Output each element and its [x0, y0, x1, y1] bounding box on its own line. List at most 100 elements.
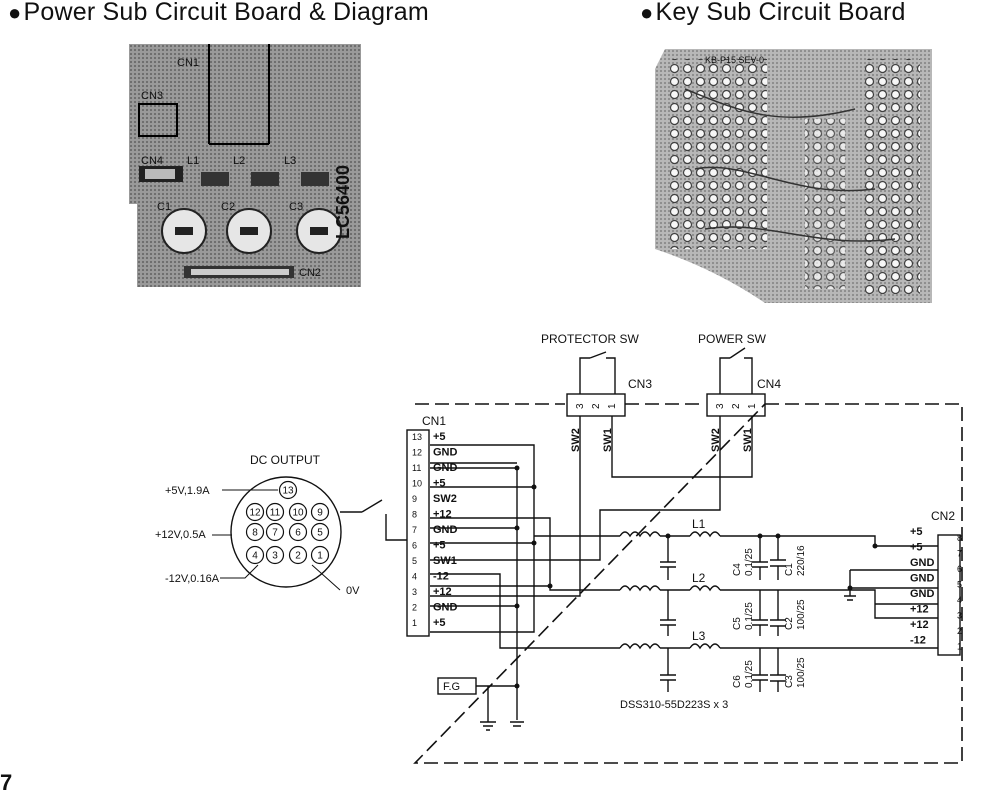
dc-pin-circle [310, 522, 330, 542]
cap-big-name: C1 [784, 563, 795, 576]
board-label-c2: C2 [221, 201, 235, 213]
cn1-pin-signal: SW2 [433, 493, 457, 505]
key-board-silkscreen: KB-P15 SEV-0 [705, 55, 764, 65]
dc-pin-number: 8 [252, 528, 258, 539]
filter-inductor-label: L2 [692, 571, 706, 585]
dc-pin-circle [265, 502, 285, 522]
fg-label: F.G [443, 681, 460, 693]
dc-pin-circle [245, 522, 265, 542]
dc-pin-number: 6 [295, 528, 301, 539]
dc-pin-number: 3 [272, 551, 278, 562]
inductor-l3 [689, 643, 721, 650]
cn1-pin-number: 13 [412, 432, 422, 442]
cn1-pin-signal: GND [433, 447, 458, 459]
cn3-sw2-label: SW2 [570, 428, 582, 452]
dc-pin-circle [265, 522, 285, 542]
key-sub-board-image: KB-P15 SEV-0 [655, 49, 932, 303]
dc-pin-number: 7 [272, 528, 278, 539]
key-sub-heading: ●Key Sub Circuit Board [640, 0, 906, 26]
board-label-c3: C3 [289, 201, 303, 213]
board-label-cn3: CN3 [141, 90, 163, 102]
dc-pin-number: 2 [295, 551, 301, 562]
dc-pin-circle [265, 545, 285, 565]
filter-coil-2 [619, 585, 661, 592]
cn1-pin-number: 12 [412, 448, 422, 458]
board-label-l3: L3 [284, 155, 296, 167]
cn2-pin-signal: -12 [910, 635, 926, 647]
dc-pin-circle [310, 502, 330, 522]
cn1-pin-signal: GND [433, 462, 458, 474]
svg-text:1: 1 [607, 403, 618, 409]
cap-big-value: 100/25 [796, 599, 807, 630]
power-sw-label: POWER SW [698, 332, 767, 346]
cn2-pin-number: 8 [957, 533, 962, 543]
dc-pin-number: 10 [292, 508, 304, 519]
cn4-label: CN4 [757, 377, 781, 391]
dc-label-12v: +12V,0.5A [155, 529, 206, 541]
dc-label-5v: +5V,1.9A [165, 485, 210, 497]
cn2-pin-number: 7 [957, 549, 962, 559]
inductor-l1 [689, 531, 721, 538]
cap-small-value: 0.1/25 [744, 548, 755, 576]
cn2-pin-signal: GND [910, 557, 935, 569]
cn1-pin-signal: +5 [433, 431, 446, 443]
cn1-pin-number: 5 [412, 556, 417, 566]
board-label-cn1: CN1 [177, 57, 199, 69]
bullet-icon: ● [8, 0, 22, 25]
svg-text:2: 2 [731, 403, 742, 409]
dc-pin-circle [310, 545, 330, 565]
svg-text:3: 3 [715, 403, 726, 409]
cap-small-value: 0.1/25 [744, 660, 755, 688]
dc-pin-circle [245, 545, 265, 565]
cn4-connector [706, 393, 766, 417]
cn1-pin-number: 6 [412, 541, 417, 551]
cn3-connector [566, 393, 626, 417]
cn1-pin-number: 2 [412, 603, 417, 613]
cn3-label: CN3 [628, 377, 652, 391]
cn2-connector [937, 534, 961, 656]
cn2-pin-signal: +5 [910, 542, 923, 554]
svg-text:1: 1 [747, 403, 758, 409]
power-sub-board-image: CN1 CN3 CN4 CN2 L1 L2 L3 C1 C2 C3 LC5640… [129, 44, 361, 287]
cn1-pin-number: 3 [412, 587, 417, 597]
dc-pin-circle [245, 502, 265, 522]
dc-pin-number: 1 [317, 551, 323, 562]
dc-pin-number: 5 [317, 528, 323, 539]
dc-pin-circle [288, 502, 308, 522]
cap-small-name: C5 [732, 617, 743, 630]
cap-big-name: C2 [784, 617, 795, 630]
cn1-pin-number: 11 [412, 463, 421, 473]
cap-big-name: C3 [784, 675, 795, 688]
cap-big-value: 220/16 [796, 545, 807, 576]
filter-coil-1 [619, 531, 661, 538]
cn2-pin-signal: +5 [910, 526, 923, 538]
page-number: 7 [0, 770, 13, 795]
dc-pin-number: 13 [282, 486, 294, 497]
dc-label-minus12v: -12V,0.16A [165, 573, 220, 585]
cn2-pin-signal: +12 [910, 604, 929, 616]
cn1-pin-number: 4 [412, 572, 417, 582]
cap-small-value: 0.1/25 [744, 602, 755, 630]
cn1-pin-number: 7 [412, 525, 417, 535]
cn1-connector [406, 429, 430, 637]
svg-text:3: 3 [575, 403, 586, 409]
dc-pin-circle [288, 545, 308, 565]
dc-output-connector [230, 476, 342, 588]
cn1-pin-signal: GND [433, 524, 458, 536]
cn2-pin-signal: GND [910, 573, 935, 585]
cn2-pin-number: 5 [957, 580, 962, 590]
board-label-l2: L2 [233, 155, 245, 167]
cn1-label: CN1 [422, 414, 446, 428]
dc-pin-circle [278, 480, 298, 500]
cn2-label: CN2 [931, 509, 955, 523]
board-label-l1: L1 [187, 155, 199, 167]
cn1-pin-number: 1 [412, 618, 417, 628]
cn2-pin-number: 2 [957, 626, 962, 636]
power-sub-heading: ●Power Sub Circuit Board & Diagram [8, 0, 429, 26]
cn2-pin-number: 3 [957, 611, 962, 621]
cn1-pin-signal: +5 [433, 617, 446, 629]
cn1-pin-signal: -12 [433, 571, 449, 583]
cn1-pin-signal: +5 [433, 540, 446, 552]
cn2-pin-number: 1 [957, 642, 962, 652]
filter-inductor-label: L3 [692, 629, 706, 643]
